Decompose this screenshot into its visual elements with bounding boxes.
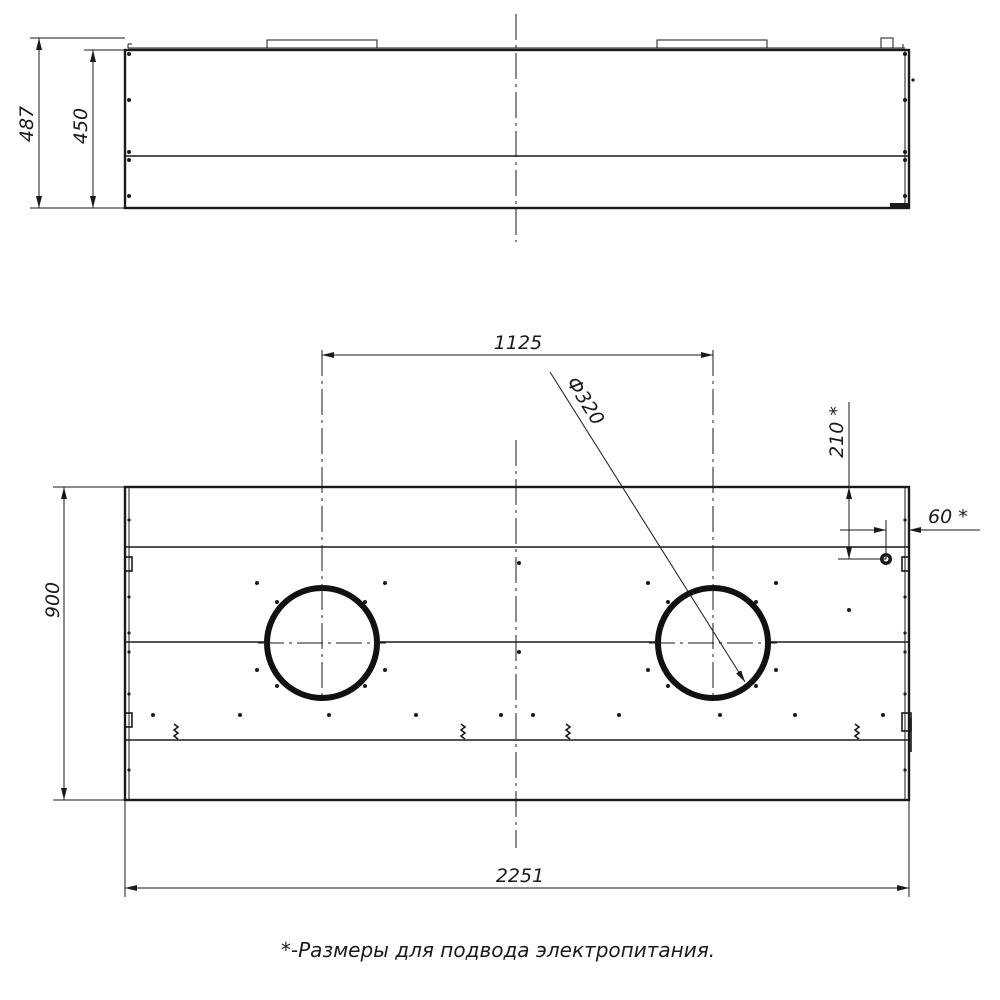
dim-450: 450 — [70, 108, 92, 144]
side-spigot-right — [656, 39, 768, 49]
dim-2251: 2251 — [496, 865, 544, 887]
side-connector — [880, 37, 894, 49]
side-bolts — [127, 52, 915, 198]
dim-60: 60 * — [928, 506, 968, 528]
side-spigot-left — [266, 39, 378, 49]
plan-brackets — [124, 556, 912, 752]
side-body — [123, 48, 911, 210]
plan-body — [123, 485, 911, 802]
dim-1125: 1125 — [494, 332, 542, 354]
dim-487: 487 — [16, 106, 38, 142]
footnote: *-Размеры для подвода электропитания. — [281, 938, 715, 962]
side-view: 487 450 — [16, 14, 915, 242]
plan-clips — [172, 723, 861, 740]
dim-900: 900 — [42, 582, 64, 618]
dim-210: 210 * — [826, 406, 848, 458]
plan-view: 1125 Ф320 210 * 60 * 900 2251 — [42, 332, 980, 897]
plan-bolts — [127, 518, 907, 772]
